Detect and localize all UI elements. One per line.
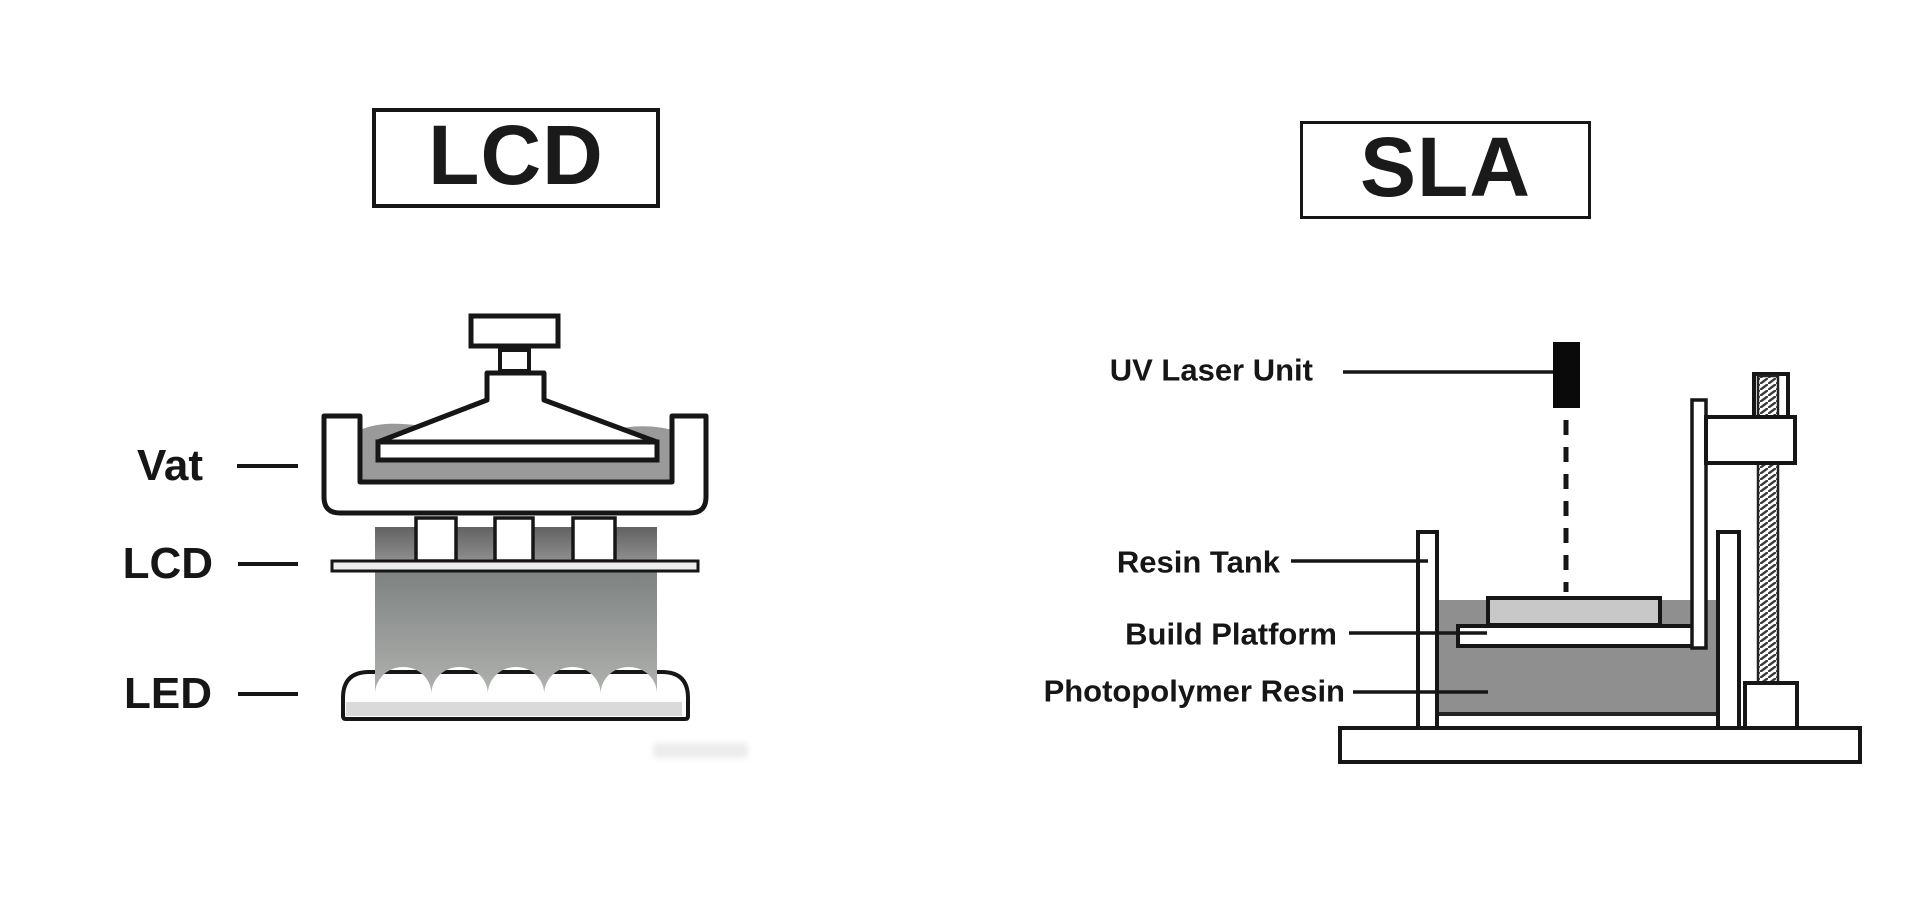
sla-title-box: SLA xyxy=(1300,121,1591,219)
lcd-vat xyxy=(321,413,709,516)
lcd-label: LCD xyxy=(122,539,213,588)
sla-carriage-block xyxy=(1704,415,1797,465)
lcd-build-plate xyxy=(375,439,660,463)
sla-base-plate xyxy=(1338,726,1862,764)
sla-lead-screw-upper xyxy=(1756,374,1780,419)
watermark-smudge xyxy=(653,743,748,758)
sla-printed-part xyxy=(1486,596,1662,627)
lcd-mount-bracket xyxy=(468,313,561,349)
sla-title: SLA xyxy=(1360,120,1531,214)
sla-bottom-bearing-block xyxy=(1743,681,1799,731)
lcd-title: LCD xyxy=(428,108,604,202)
light-diffuser-block xyxy=(375,571,657,694)
uv-laser-unit-label: UV Laser Unit xyxy=(1109,352,1313,388)
lcd-mount-joint xyxy=(498,348,531,373)
lcd-printer-figure xyxy=(237,313,709,721)
sla-tank-right-wall xyxy=(1716,530,1741,730)
lcd-pixel-mask xyxy=(375,516,657,563)
photopolymer-resin-label: Photopolymer Resin xyxy=(1043,673,1345,709)
build-platform-label: Build Platform xyxy=(1125,616,1337,652)
sla-platform-arm xyxy=(1690,398,1708,650)
sla-printer-figure xyxy=(1291,342,1862,764)
led-base-strip xyxy=(346,702,682,716)
resin-tank-label: Resin Tank xyxy=(1116,544,1280,580)
lcd-build-platform-funnel xyxy=(375,370,660,445)
lcd-title-box: LCD xyxy=(372,108,660,208)
led-label: LED xyxy=(124,669,212,718)
uv-laser-unit-block xyxy=(1553,342,1580,408)
sla-build-platform xyxy=(1456,624,1705,648)
lcd-screen-sheet xyxy=(330,559,700,573)
vat-label: Vat xyxy=(136,441,203,490)
sla-lead-screw-lower xyxy=(1756,461,1780,688)
